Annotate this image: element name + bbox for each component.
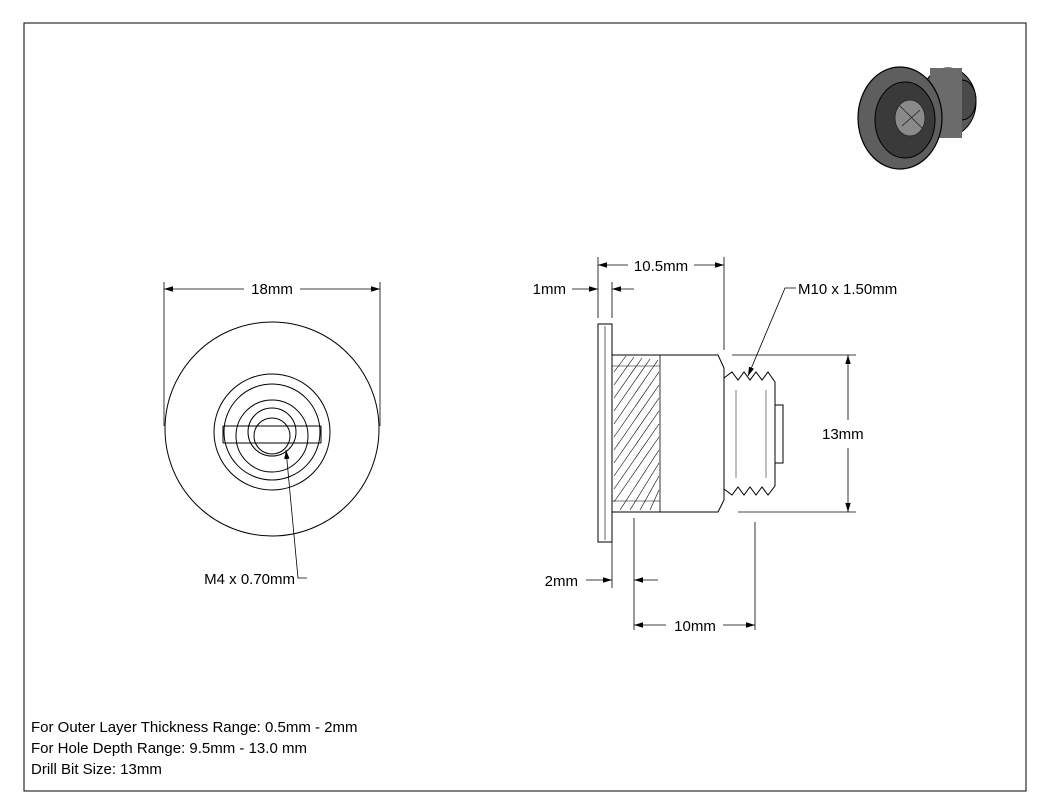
leader-m10 [747,287,796,377]
dimension-2mm [586,518,658,630]
thread-label-m10: M10 x 1.50mm [798,281,897,298]
dimension-label-10-5mm: 10.5mm [634,258,688,275]
note-drill-bit-size: Drill Bit Size: 13mm [31,761,162,778]
dimension-10mm [634,522,756,630]
thread-label-m4: M4 x 0.70mm [204,571,295,588]
drawing-border [23,22,1027,792]
dimension-label-18mm: 18mm [251,281,293,298]
note-outer-layer-thickness: For Outer Layer Thickness Range: 0.5mm -… [31,719,358,736]
dimension-label-1mm: 1mm [533,281,566,298]
knurl-pattern [613,355,660,511]
front-view [164,321,380,537]
dimension-label-13mm: 13mm [822,426,864,443]
dimension-13mm [732,354,856,513]
leader-m4 [284,449,307,579]
dimension-10-5mm [597,257,725,350]
side-view [597,323,784,543]
note-hole-depth: For Hole Depth Range: 9.5mm - 13.0 mm [31,740,307,757]
dimension-label-10mm: 10mm [674,618,716,635]
dimension-label-2mm: 2mm [545,573,578,590]
dimension-18mm [163,282,381,426]
isometric-render [857,66,977,170]
dimension-1mm [572,282,634,318]
